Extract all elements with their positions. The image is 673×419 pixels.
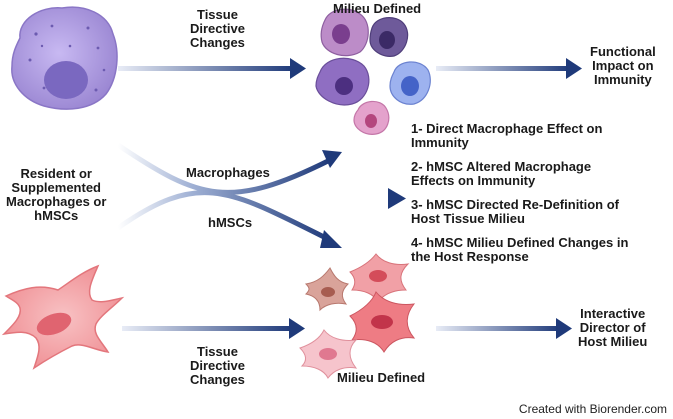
hmscs-label: hMSCs <box>208 215 253 230</box>
macrophage-cell-icon <box>11 6 118 110</box>
effect-item-4: 4- hMSC Milieu Defined Changes in the Ho… <box>411 235 629 264</box>
functional-impact-label: Functional Impact on Immunity <box>590 44 656 87</box>
bottom-tissue-directive-label: Tissue Directive Changes <box>190 344 245 387</box>
resident-label: Resident or Supplemented Macrophages or … <box>6 166 107 223</box>
interactive-director-arrow <box>436 318 572 339</box>
top-milieu-defined-label: Milieu Defined <box>333 1 422 16</box>
effect-item-2: 2- hMSC Altered Macrophage Effects on Im… <box>411 159 592 188</box>
bottom-milieu-cells <box>299 253 416 379</box>
interactive-director-label: Interactive Director of Host Milieu <box>578 306 648 349</box>
macrophages-label: Macrophages <box>186 165 270 180</box>
credit-text: Created with Biorender.com <box>518 402 667 416</box>
effect-item-3: 3- hMSC Directed Re-Definition of Host T… <box>411 197 620 226</box>
bottom-left-arrow <box>122 318 305 339</box>
effect-item-1: 1- Direct Macrophage Effect on Immunity <box>411 121 603 150</box>
top-tissue-directive-label: Tissue Directive Changes <box>190 7 245 50</box>
top-left-arrow <box>118 58 306 79</box>
functional-impact-arrow <box>436 58 582 79</box>
top-milieu-cells <box>315 8 431 135</box>
bottom-milieu-defined-label: Milieu Defined <box>337 370 426 385</box>
effects-list: 1- Direct Macrophage Effect on Immunity … <box>411 122 669 274</box>
msc-cell-icon <box>1 264 125 370</box>
central-crossing-arrows <box>116 142 406 248</box>
